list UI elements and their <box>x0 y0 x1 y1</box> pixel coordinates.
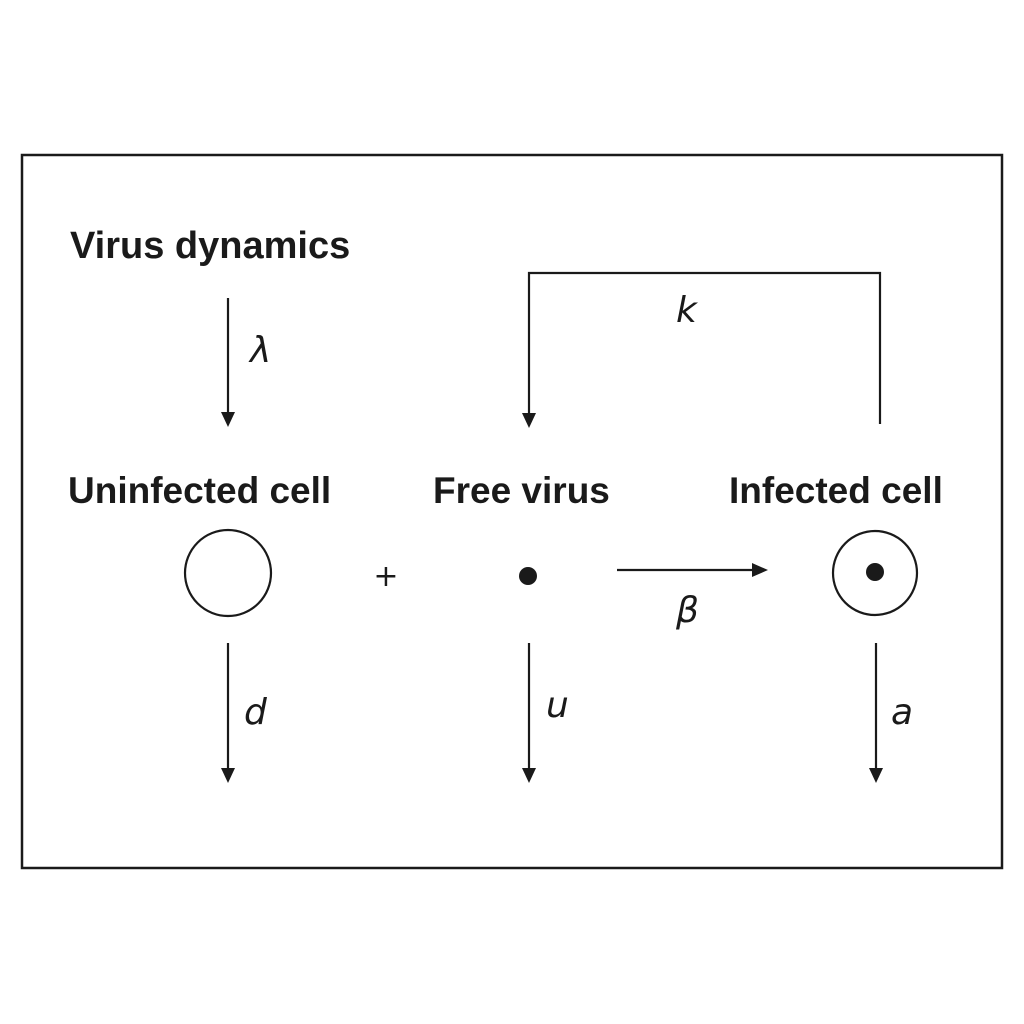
infected-death-arrow <box>869 643 883 783</box>
production-rate-label: λ <box>248 330 271 371</box>
production-arrow <box>221 298 235 427</box>
uninfected-cell-icon <box>183 528 273 618</box>
uninfected-death-rate-label: d <box>244 692 268 733</box>
free-virus-icon <box>519 567 537 585</box>
uninfected-death-arrow <box>221 643 235 783</box>
virus-production-arrow <box>522 271 882 428</box>
uninfected-cell-label: Uninfected cell <box>68 470 331 511</box>
virus-clearance-rate-label: u <box>546 685 569 726</box>
infected-cell-icon <box>831 529 919 617</box>
plus-operator: + <box>373 559 398 594</box>
virus-clearance-arrow <box>522 643 536 783</box>
infection-rate-label: β <box>675 590 699 631</box>
diagram-frame <box>20 153 1004 870</box>
free-virus-label: Free virus <box>433 470 610 511</box>
infected-death-rate-label: a <box>891 692 913 733</box>
diagram-title: Virus dynamics <box>70 225 350 267</box>
infected-cell-label: Infected cell <box>729 470 943 511</box>
virus-production-rate-label: k <box>676 290 699 331</box>
infection-arrow <box>617 563 768 577</box>
